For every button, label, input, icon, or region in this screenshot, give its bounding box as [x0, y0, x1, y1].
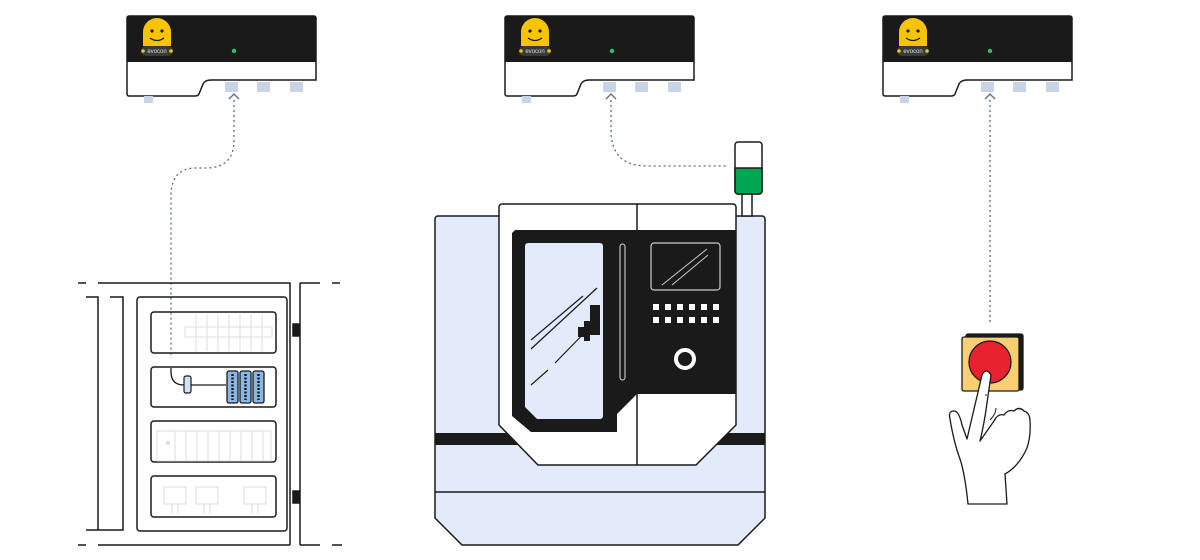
- connector-cabinet: [170, 100, 235, 358]
- device-logo-text: evocon: [903, 49, 922, 55]
- io-modules: [226, 370, 265, 404]
- connectors: [170, 93, 996, 358]
- hand-icon: [948, 370, 1031, 505]
- device-logo-text: evocon: [525, 49, 544, 55]
- status-led-icon: [231, 48, 237, 54]
- arrow-up-icon: [228, 93, 240, 100]
- knob-icon: [674, 348, 696, 370]
- arrow-up-icon: [605, 93, 617, 100]
- arrow-up-icon: [984, 93, 996, 100]
- control-buttons: [653, 304, 719, 323]
- device-logo-text: evocon: [147, 49, 166, 55]
- push-button: [948, 333, 1031, 505]
- connector-machine: [610, 100, 728, 167]
- status-led-icon: [609, 48, 615, 54]
- sensor-icon: [183, 375, 192, 394]
- evocon-device-2: evocon: [504, 15, 695, 104]
- evocon-device-1: evocon: [126, 15, 317, 104]
- status-led-icon: [987, 48, 993, 54]
- cnc-machine: [434, 141, 766, 546]
- electrical-cabinet: [78, 282, 342, 546]
- evocon-device-3: evocon: [882, 15, 1073, 104]
- stack-light: [734, 141, 763, 217]
